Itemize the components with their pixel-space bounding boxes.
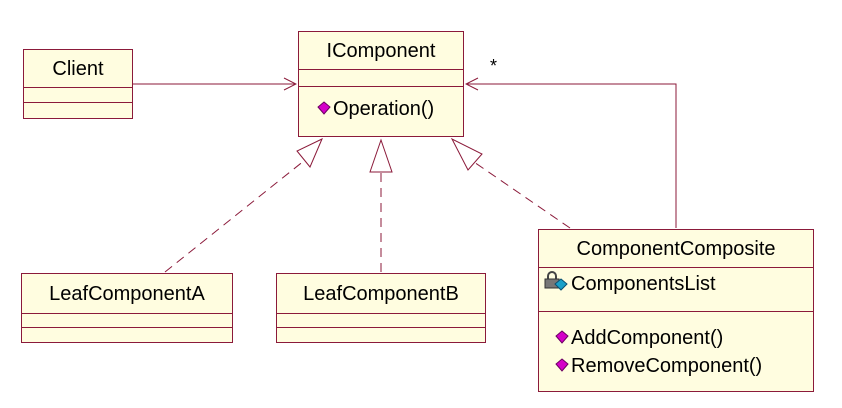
class-name: IComponent [299, 32, 463, 70]
class-leaf-component-b[interactable]: LeafComponentB [276, 273, 486, 343]
class-name: LeafComponentB [277, 274, 485, 314]
operations-compartment: Operation() [299, 87, 463, 123]
operations-compartment: AddComponent() RemoveComponent() [539, 312, 813, 380]
operations-compartment [24, 103, 132, 118]
class-name: Client [24, 50, 132, 88]
class-icomponent[interactable]: IComponent Operation() [298, 31, 464, 137]
class-leaf-component-a[interactable]: LeafComponentA [21, 273, 233, 343]
attribute-label: ComponentsList [571, 272, 716, 295]
composite-realization-arrowhead [450, 137, 483, 171]
attributes-compartment [299, 70, 463, 87]
operation-item[interactable]: AddComponent() [539, 324, 813, 352]
operation-item[interactable]: Operation() [313, 95, 463, 123]
operation-item[interactable]: RemoveComponent() [539, 352, 813, 380]
attributes-compartment [22, 314, 232, 328]
leafa-realization-line [164, 159, 306, 273]
operation-label: AddComponent() [571, 326, 724, 349]
composite-aggregation-line [466, 84, 677, 228]
method-icon [555, 355, 569, 378]
attributes-compartment [24, 88, 132, 103]
class-name: LeafComponentA [22, 274, 232, 314]
attributes-compartment [277, 314, 485, 328]
method-icon [317, 98, 331, 121]
leafb-realization-arrowhead [369, 138, 393, 173]
class-name: ComponentComposite [539, 230, 813, 268]
attribute-item[interactable]: ComponentsList [539, 270, 813, 298]
operation-label: Operation() [333, 97, 435, 120]
operation-label: RemoveComponent() [571, 354, 763, 377]
class-client[interactable]: Client [23, 49, 133, 119]
composite-realization-line [473, 161, 571, 229]
multiplicity-label: * [490, 56, 498, 76]
private-attribute-icon [543, 270, 569, 298]
class-component-composite[interactable]: ComponentComposite ComponentsList AddCom… [538, 229, 814, 392]
operations-compartment [277, 328, 485, 342]
method-icon [555, 327, 569, 350]
attributes-compartment: ComponentsList [539, 268, 813, 312]
operations-compartment [22, 328, 232, 342]
leafa-realization-arrowhead [296, 137, 323, 168]
